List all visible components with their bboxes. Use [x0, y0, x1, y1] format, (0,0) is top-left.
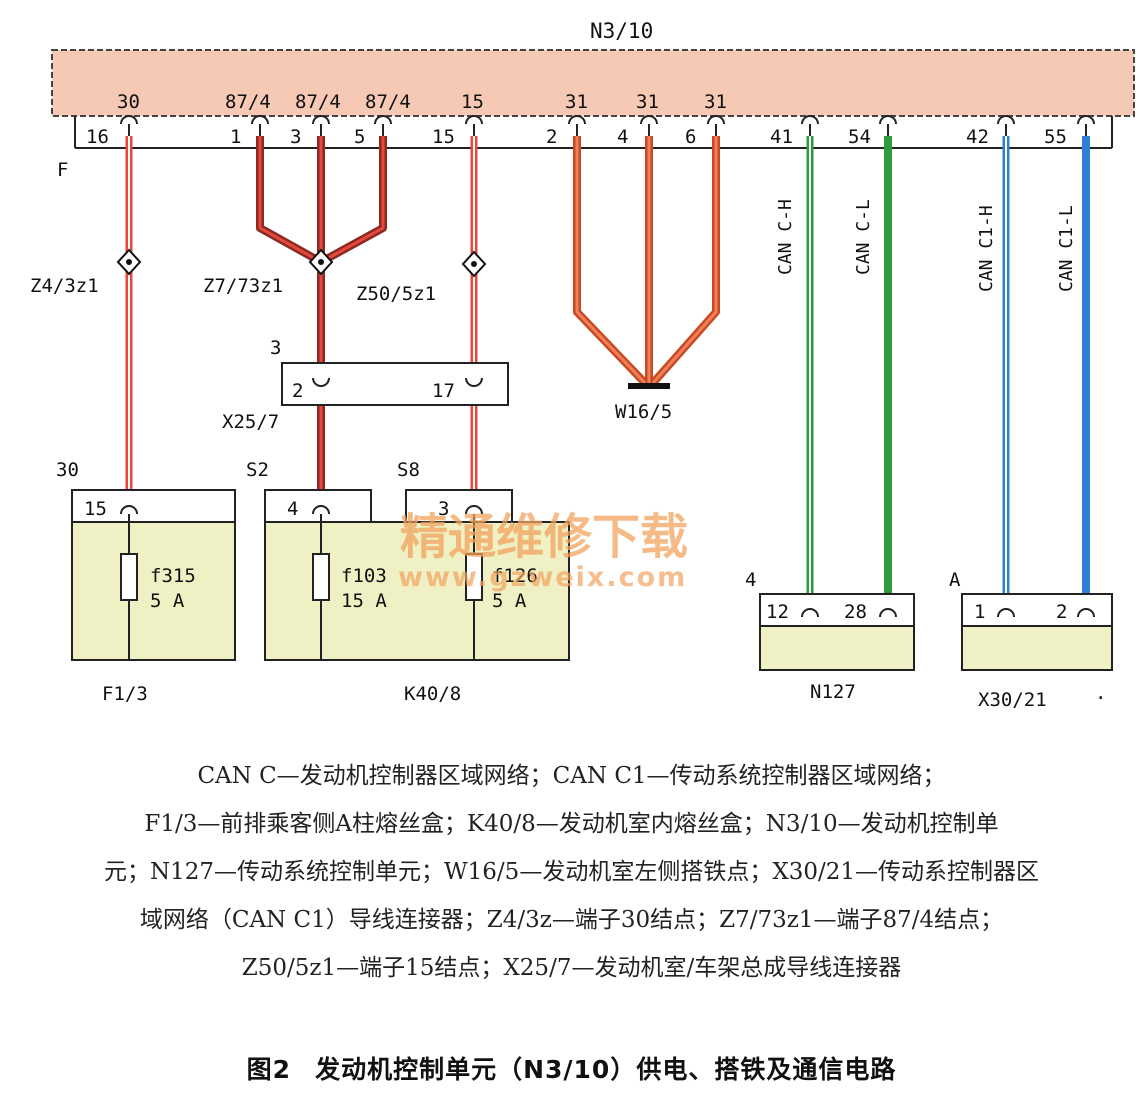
ecu-terminal-31-b: 31: [636, 91, 659, 113]
ecu-pin-15: 15: [432, 126, 455, 148]
ecu-pin-54: 54: [848, 126, 871, 148]
f1-terminal-label: 30: [56, 459, 79, 481]
ecu-terminal-30: 30: [117, 91, 140, 113]
f1-label: F1/3: [102, 683, 148, 705]
ecu-pin-2: 2: [546, 126, 557, 148]
f1-fuse-box: [71, 521, 236, 661]
n127-label: N127: [810, 681, 856, 703]
can-c1-l-label: CAN C1-L: [1056, 205, 1077, 292]
watermark-url: www.gzweix.com: [398, 562, 687, 593]
ecu-terminal-31-a: 31: [565, 91, 588, 113]
ecu-pin-5: 5: [354, 126, 365, 148]
fuse-f315-amp: 5 A: [150, 590, 185, 612]
x25-pin-17: 17: [432, 380, 455, 402]
caption-line: CAN C—发动机控制器区域网络；CAN C1—传动系统控制器区域网络；: [197, 763, 946, 789]
x30-pin-1: 1: [974, 601, 985, 623]
ecu-pin-41: 41: [770, 126, 793, 148]
ecu-terminal-87-4-c: 87/4: [365, 91, 411, 113]
x30-socket-a: [997, 608, 1015, 618]
k40-socket-b: [465, 505, 483, 515]
ground-label: W16/5: [615, 401, 672, 423]
ecu-box: [51, 49, 1135, 117]
k40-terminal-s8: S8: [397, 459, 420, 481]
n127-socket-b: [879, 608, 897, 618]
ecu-pin-42: 42: [966, 126, 989, 148]
n127-socket-a: [801, 608, 819, 618]
ecu-pin-sockets: [120, 115, 1095, 136]
x25-label: X25/7: [222, 411, 279, 433]
x30-dot: ·: [1095, 687, 1106, 709]
k40-terminal-s2: S2: [246, 459, 269, 481]
ecu-pin-1: 1: [230, 126, 241, 148]
ecu-connector-label: F: [57, 159, 68, 181]
caption-line: F1/3—前排乘客侧A柱熔丝盒；K40/8—发动机室内熔丝盒；N3/10—发动机…: [144, 811, 999, 837]
can-c-h-label: CAN C-H: [775, 199, 796, 275]
n127-number: 4: [745, 569, 756, 591]
caption-line: Z50/5z1—端子15结点；X25/7—发动机室/车架总成导线连接器: [241, 955, 902, 981]
can-c1-h-label: CAN C1-H: [976, 205, 997, 292]
x30-pin-2: 2: [1056, 601, 1067, 623]
splice-node-z50: [461, 250, 487, 278]
x30-module: [961, 625, 1113, 671]
figure-title-text: 发动机控制单元（N3/10）供电、搭铁及通信电路: [315, 1055, 897, 1084]
n127-pin-28: 28: [844, 601, 867, 623]
x30-socket-b: [1077, 608, 1095, 618]
fuse-f103-symbol: [312, 553, 330, 601]
ecu-terminal-87-4-a: 87/4: [225, 91, 271, 113]
ecu-pin-4: 4: [617, 126, 628, 148]
ecu-terminal-31-c: 31: [704, 91, 727, 113]
caption-line: 元；N127—传动系统控制单元；W16/5—发动机室左侧搭铁点；X30/21—传…: [104, 859, 1039, 885]
figure-number: 图2: [246, 1055, 292, 1084]
k40-socket-a: [312, 505, 330, 515]
figure-title: 图2 发动机控制单元（N3/10）供电、搭铁及通信电路: [20, 1050, 1123, 1086]
ecu-pin-55: 55: [1044, 126, 1067, 148]
x25-sockets: [312, 377, 483, 387]
k40-pin-4: 4: [287, 498, 298, 520]
ecu-pin-3: 3: [290, 126, 301, 148]
f1-connector: [71, 489, 236, 523]
n127-module: [759, 625, 915, 671]
fuse-f103-label: f103: [341, 565, 387, 587]
ecu-terminal-15: 15: [461, 91, 484, 113]
fuse-f315-label: f315: [150, 565, 196, 587]
fuse-f126-amp: 5 A: [492, 590, 527, 612]
x25-number: 3: [270, 337, 281, 359]
splice-z4-label: Z4/3z1: [30, 275, 99, 297]
ecu-pin-6: 6: [685, 126, 696, 148]
wire-ground-31: [573, 136, 720, 386]
f1-socket: [120, 505, 138, 515]
n127-pin-12: 12: [766, 601, 789, 623]
splice-node-z7: [308, 248, 334, 276]
fuse-f126-label: f126: [492, 565, 538, 587]
caption-line: 域网络（CAN C1）导线连接器；Z4/3z—端子30结点；Z7/73z1—端子…: [139, 907, 1004, 933]
fuse-f103-amp: 15 A: [341, 590, 387, 612]
ecu-pin-16: 16: [86, 126, 109, 148]
fuse-f126-symbol: [465, 553, 483, 601]
can-c-l-label: CAN C-L: [853, 199, 874, 275]
x30-letter: A: [949, 569, 961, 591]
watermark-cn: 精通维修下载: [400, 509, 688, 565]
x30-label: X30/21: [978, 689, 1047, 711]
splice-node-z4: [116, 248, 142, 276]
legend-caption: CAN C—发动机控制器区域网络；CAN C1—传动系统控制器区域网络； F1/…: [20, 752, 1123, 992]
fuse-f315-symbol: [120, 553, 138, 601]
ecu-name: N3/10: [590, 19, 653, 43]
k40-pin-3: 3: [438, 498, 449, 520]
ecu-terminal-87-4-b: 87/4: [295, 91, 341, 113]
k40-label: K40/8: [404, 683, 461, 705]
f1-pin: 15: [84, 498, 107, 520]
x25-pin-2: 2: [292, 380, 303, 402]
splice-z7-label: Z7/73z1: [203, 275, 283, 297]
splice-z50-label: Z50/5z1: [356, 283, 436, 305]
wire-terminal-87-4: [256, 136, 387, 505]
